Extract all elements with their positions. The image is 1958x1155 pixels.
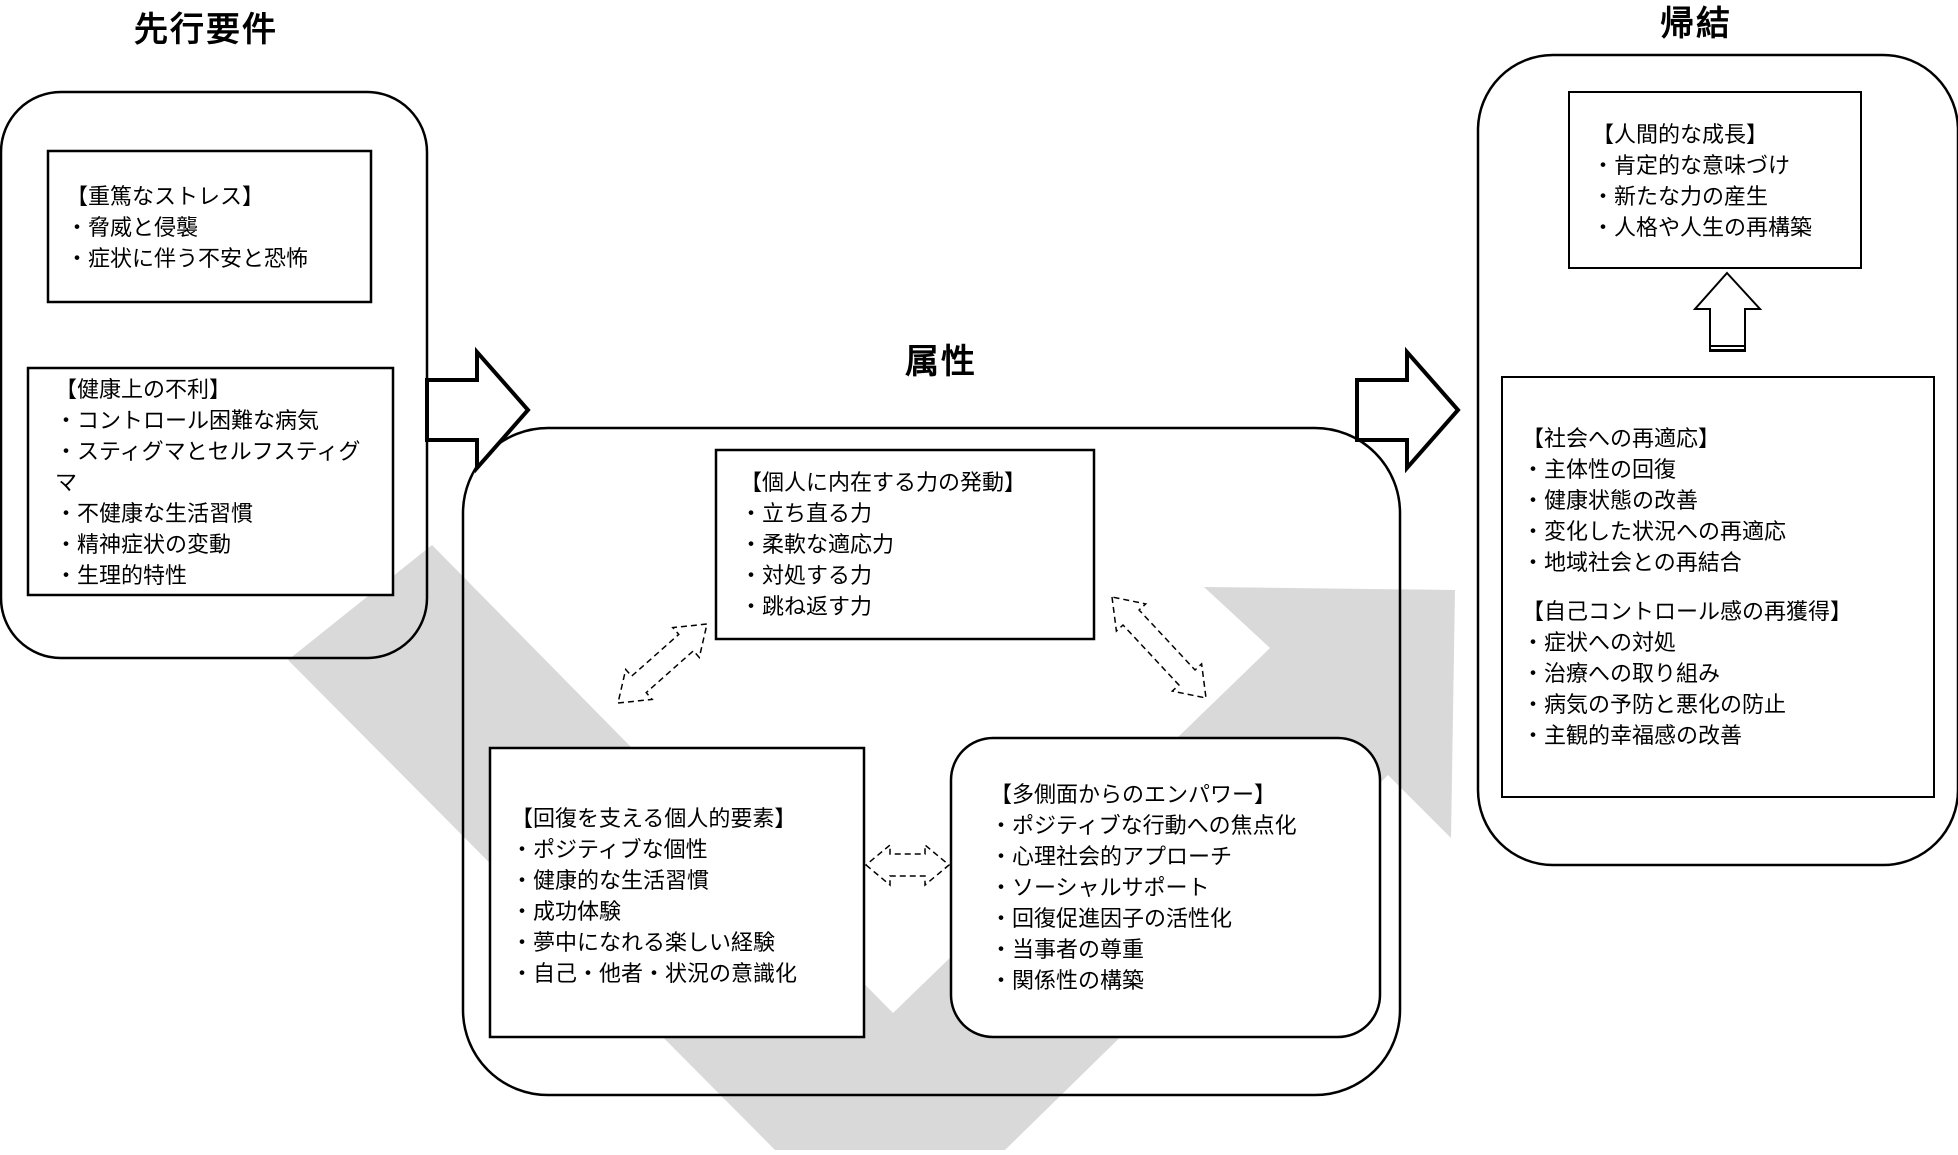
readaptation-box-frame (1501, 376, 1935, 798)
dashed-double-arrow-bottom (864, 843, 951, 887)
readaptation-box: 【社会への再適応】 ・主体性の回復 ・健康状態の改善 ・変化した状況への再適応 … (1522, 424, 1852, 752)
list-item: ・コントロール困難な病気 (55, 409, 320, 434)
antecedents-panel (0, 90, 429, 660)
stress-header: 【重篤なストレス】 (66, 185, 265, 210)
health-box: 【健康上の不利】 ・コントロール困難な病気 ・スティグマとセルフスティグマ ・不… (55, 375, 365, 592)
list-item: ・生理的特性 (55, 564, 188, 589)
dashed-double-arrow-left (617, 623, 708, 704)
inner-power-box-frame (714, 448, 1096, 641)
list-item: ・心理社会的アプローチ (990, 845, 1233, 870)
list-item: ・関係性の構築 (990, 969, 1145, 994)
list-item: ・地域社会との再結合 (1522, 551, 1742, 576)
list-item: ・肯定的な意味づけ (1592, 154, 1791, 179)
title-consequences: 帰結 (1660, 4, 1732, 44)
personal-factors-header: 【回復を支える個人的要素】 (511, 807, 797, 832)
flow-arrow (288, 545, 1455, 1150)
health-header: 【健康上の不利】 (55, 378, 232, 403)
self-control-header: 【自己コントロール感の再獲得】 (1522, 600, 1853, 625)
arrow-attributes-to-consequences (1355, 346, 1461, 474)
list-item: ・主体性の回復 (1522, 458, 1677, 483)
list-item: ・脅威と侵襲 (66, 216, 199, 241)
list-item: ・病気の予防と悪化の防止 (1522, 693, 1787, 718)
list-item: ・治療への取り組み (1522, 662, 1721, 687)
list-item: ・ポジティブな個性 (511, 838, 708, 863)
stress-box: 【重篤なストレス】 ・脅威と侵襲 ・症状に伴う不安と恐怖 (66, 182, 308, 275)
list-item: ・当事者の尊重 (990, 938, 1145, 963)
arrow-antecedents-to-attributes (425, 346, 531, 474)
list-item: ・スティグマとセルフスティグマ (55, 440, 361, 496)
growth-box-frame (1568, 91, 1862, 269)
list-item: ・回復促進因子の活性化 (990, 907, 1233, 932)
personal-factors-box: 【回復を支える個人的要素】 ・ポジティブな個性 ・健康的な生活習慣 ・成功体験 … (511, 804, 797, 990)
list-item: ・立ち直る力 (740, 502, 873, 527)
growth-box: 【人間的な成長】 ・肯定的な意味づけ ・新たな力の産生 ・人格や人生の再構築 (1592, 120, 1812, 244)
list-item: ・主観的幸福感の改善 (1522, 724, 1743, 749)
list-item: ・健康的な生活習慣 (511, 869, 710, 894)
list-item: ・ソーシャルサポート (990, 876, 1210, 901)
readaptation-header: 【社会への再適応】 (1522, 427, 1721, 452)
empowerment-box: 【多側面からのエンパワー】 ・ポジティブな行動への焦点化 ・心理社会的アプローチ… (990, 780, 1297, 997)
arrow-up-to-growth (1692, 271, 1763, 352)
list-item: ・夢中になれる楽しい経験 (511, 931, 776, 956)
consequences-panel (1476, 53, 1958, 867)
personal-factors-box-frame (488, 746, 866, 1039)
title-attributes: 属性 (905, 342, 977, 382)
attributes-panel (461, 426, 1402, 1097)
list-item: ・症状に伴う不安と恐怖 (66, 247, 309, 272)
dashed-double-arrow-right (1111, 596, 1207, 699)
stress-box-frame (46, 149, 373, 304)
list-item: ・柔軟な適応力 (740, 533, 895, 558)
list-item: ・症状への対処 (1522, 631, 1677, 656)
empowerment-box-frame (949, 736, 1382, 1039)
list-item: ・ポジティブな行動への焦点化 (990, 814, 1297, 839)
list-item: ・跳ね返す力 (740, 595, 873, 620)
title-antecedents: 先行要件 (134, 10, 278, 50)
list-item: ・自己・他者・状況の意識化 (511, 962, 798, 987)
list-item: ・対処する力 (740, 564, 873, 589)
list-item: ・人格や人生の再構築 (1592, 216, 1813, 241)
growth-header: 【人間的な成長】 (1592, 123, 1769, 148)
list-item: ・成功体験 (511, 900, 622, 925)
empowerment-header: 【多側面からのエンパワー】 (990, 783, 1277, 808)
inner-power-box: 【個人に内在する力の発動】 ・立ち直る力 ・柔軟な適応力 ・対処する力 ・跳ね返… (740, 468, 1026, 623)
list-item: ・健康状態の改善 (1522, 489, 1699, 514)
list-item: ・新たな力の産生 (1592, 185, 1769, 210)
list-item: ・不健康な生活習慣 (55, 502, 254, 527)
list-item: ・変化した状況への再適応 (1522, 520, 1787, 545)
inner-power-header: 【個人に内在する力の発動】 (740, 471, 1027, 496)
health-box-frame (26, 366, 395, 597)
list-item: ・精神症状の変動 (55, 533, 232, 558)
